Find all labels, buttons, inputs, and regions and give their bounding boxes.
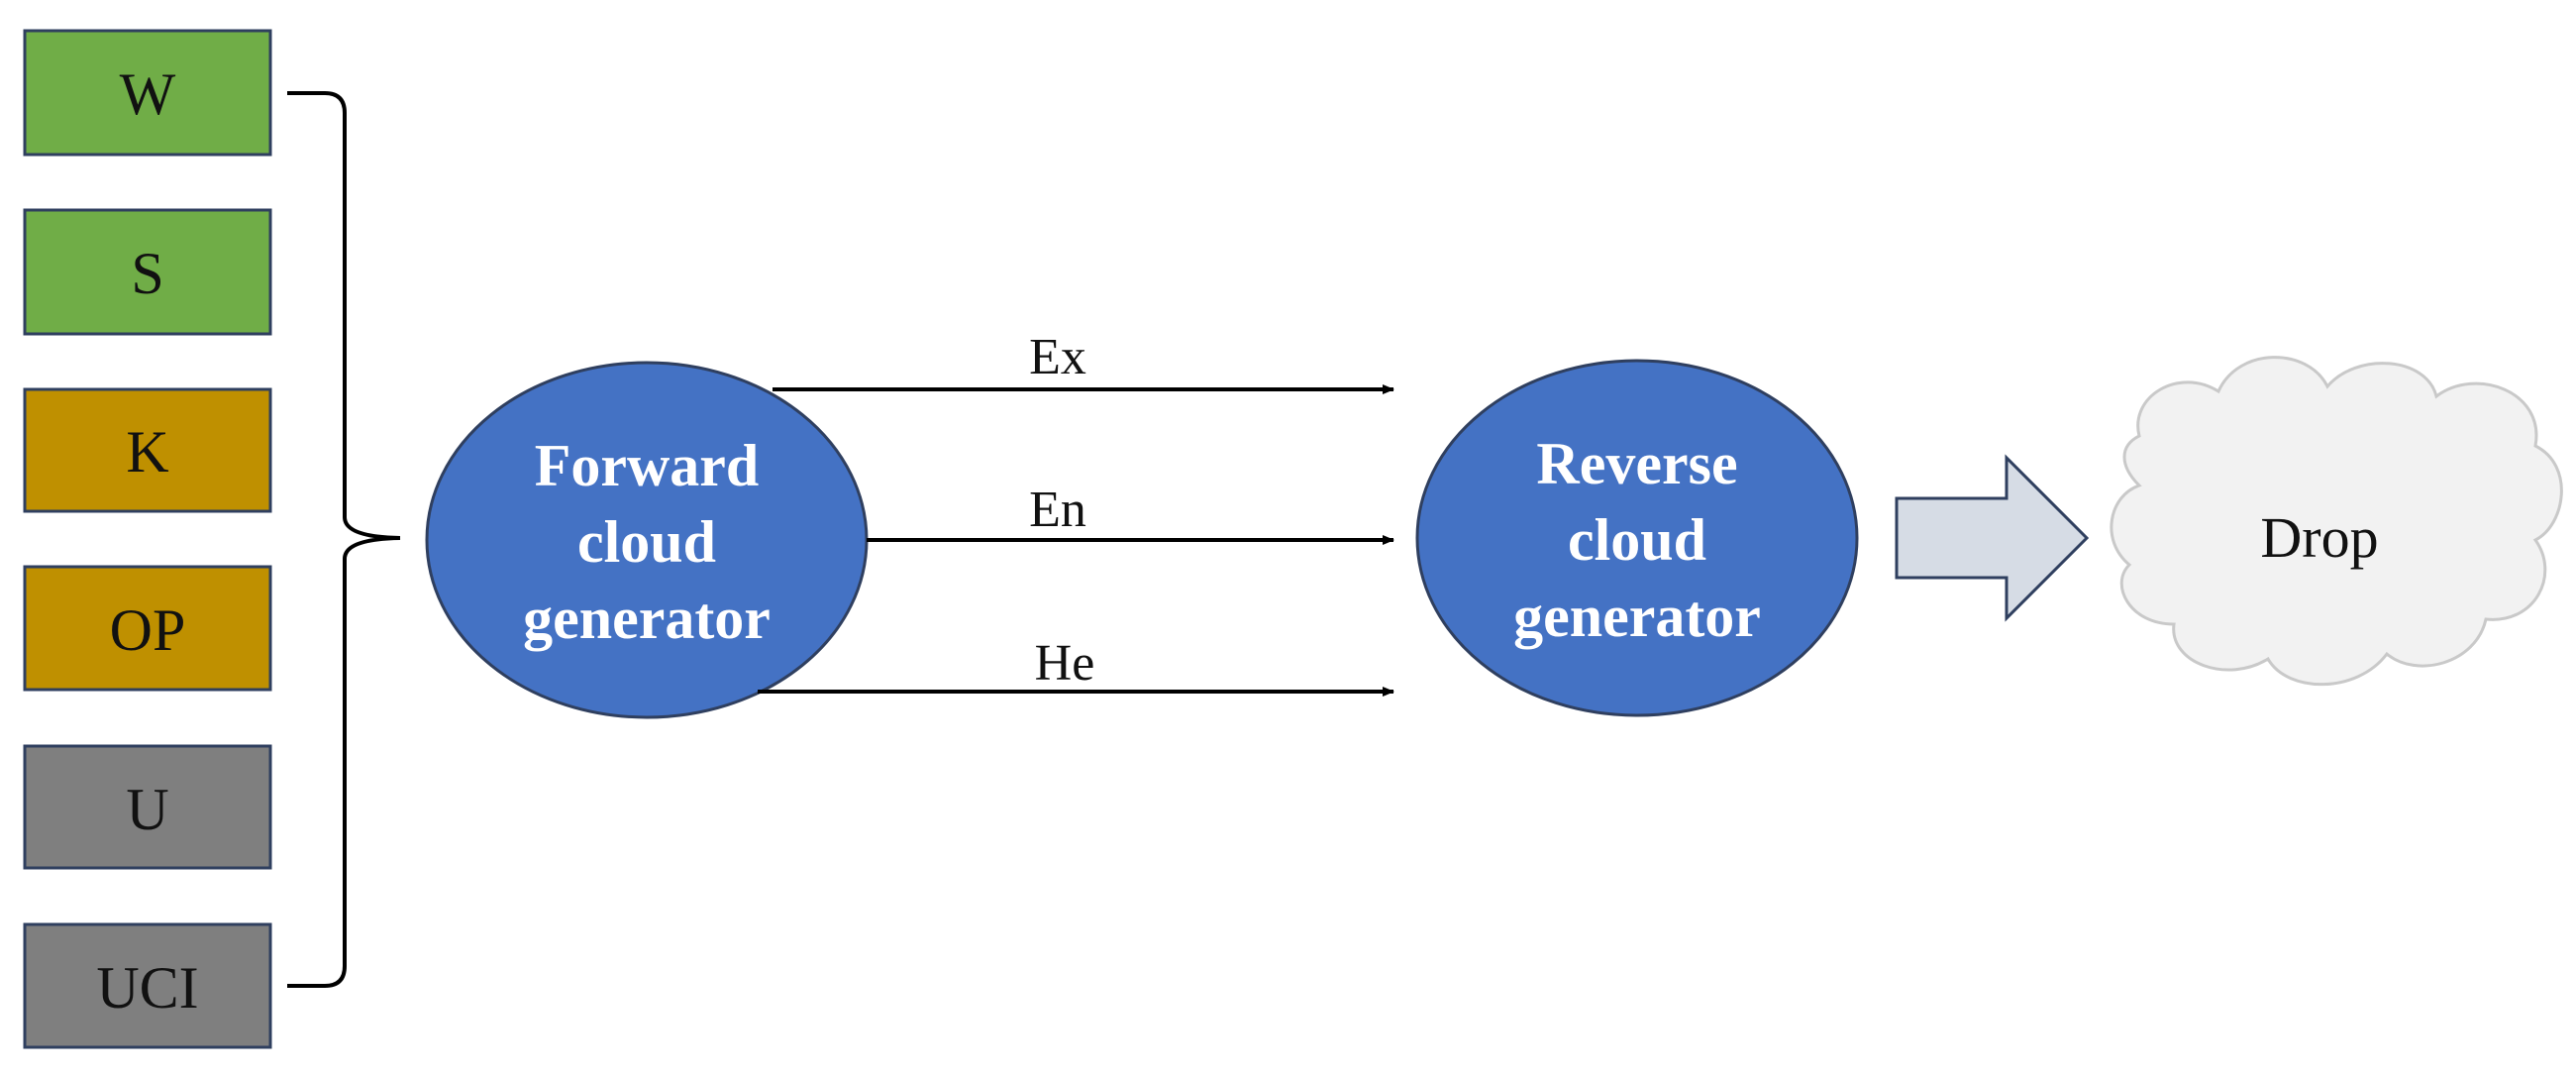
input-box-s-label: S bbox=[131, 241, 163, 306]
input-box-u-label: U bbox=[126, 777, 168, 842]
reverse-generator-ellipse bbox=[1415, 359, 1859, 717]
edges: Ex En He bbox=[758, 329, 1394, 697]
reverse-cloud-generator: Reverse cloud generator bbox=[1415, 359, 1859, 717]
forward-generator-label-line3: generator bbox=[523, 586, 771, 651]
input-box-uci: UCI bbox=[23, 922, 272, 1049]
reverse-generator-label-line2: cloud bbox=[1568, 507, 1706, 573]
input-box-s-rect bbox=[23, 208, 272, 336]
edge-he-label: He bbox=[1035, 635, 1095, 692]
grouping-brace bbox=[287, 91, 401, 988]
input-box-uci-rect bbox=[23, 922, 272, 1049]
input-box-op: OP bbox=[23, 565, 272, 692]
input-box-w: W bbox=[23, 29, 272, 157]
input-box-uci-label: UCI bbox=[96, 955, 198, 1021]
edge-he: He bbox=[758, 635, 1394, 697]
edge-ex-label: Ex bbox=[1029, 329, 1086, 385]
output-cloud-shape bbox=[2110, 356, 2563, 687]
reverse-generator-label-line3: generator bbox=[1513, 584, 1761, 649]
edge-en: En bbox=[867, 482, 1394, 545]
input-box-k-label: K bbox=[126, 419, 168, 485]
input-box-op-rect bbox=[23, 565, 272, 692]
forward-generator-label-line2: cloud bbox=[577, 509, 716, 575]
input-boxes: W S K OP U UCI bbox=[23, 29, 272, 1049]
input-box-s: S bbox=[23, 208, 272, 336]
input-box-u: U bbox=[23, 744, 272, 870]
forward-cloud-generator: Forward cloud generator bbox=[425, 361, 869, 719]
output-cloud: Drop bbox=[2110, 356, 2563, 687]
input-box-op-label: OP bbox=[110, 597, 186, 663]
edge-ex: Ex bbox=[773, 329, 1394, 394]
input-box-w-rect bbox=[23, 29, 272, 157]
input-box-k: K bbox=[23, 387, 272, 513]
reverse-generator-label-line1: Reverse bbox=[1536, 431, 1737, 496]
input-box-u-rect bbox=[23, 744, 272, 870]
input-box-w-label: W bbox=[120, 61, 176, 127]
forward-generator-label-line1: Forward bbox=[535, 433, 760, 498]
edge-en-label: En bbox=[1029, 482, 1086, 538]
input-box-k-rect bbox=[23, 387, 272, 513]
output-cloud-label: Drop bbox=[2260, 505, 2378, 570]
output-block-arrow bbox=[1895, 454, 2090, 622]
